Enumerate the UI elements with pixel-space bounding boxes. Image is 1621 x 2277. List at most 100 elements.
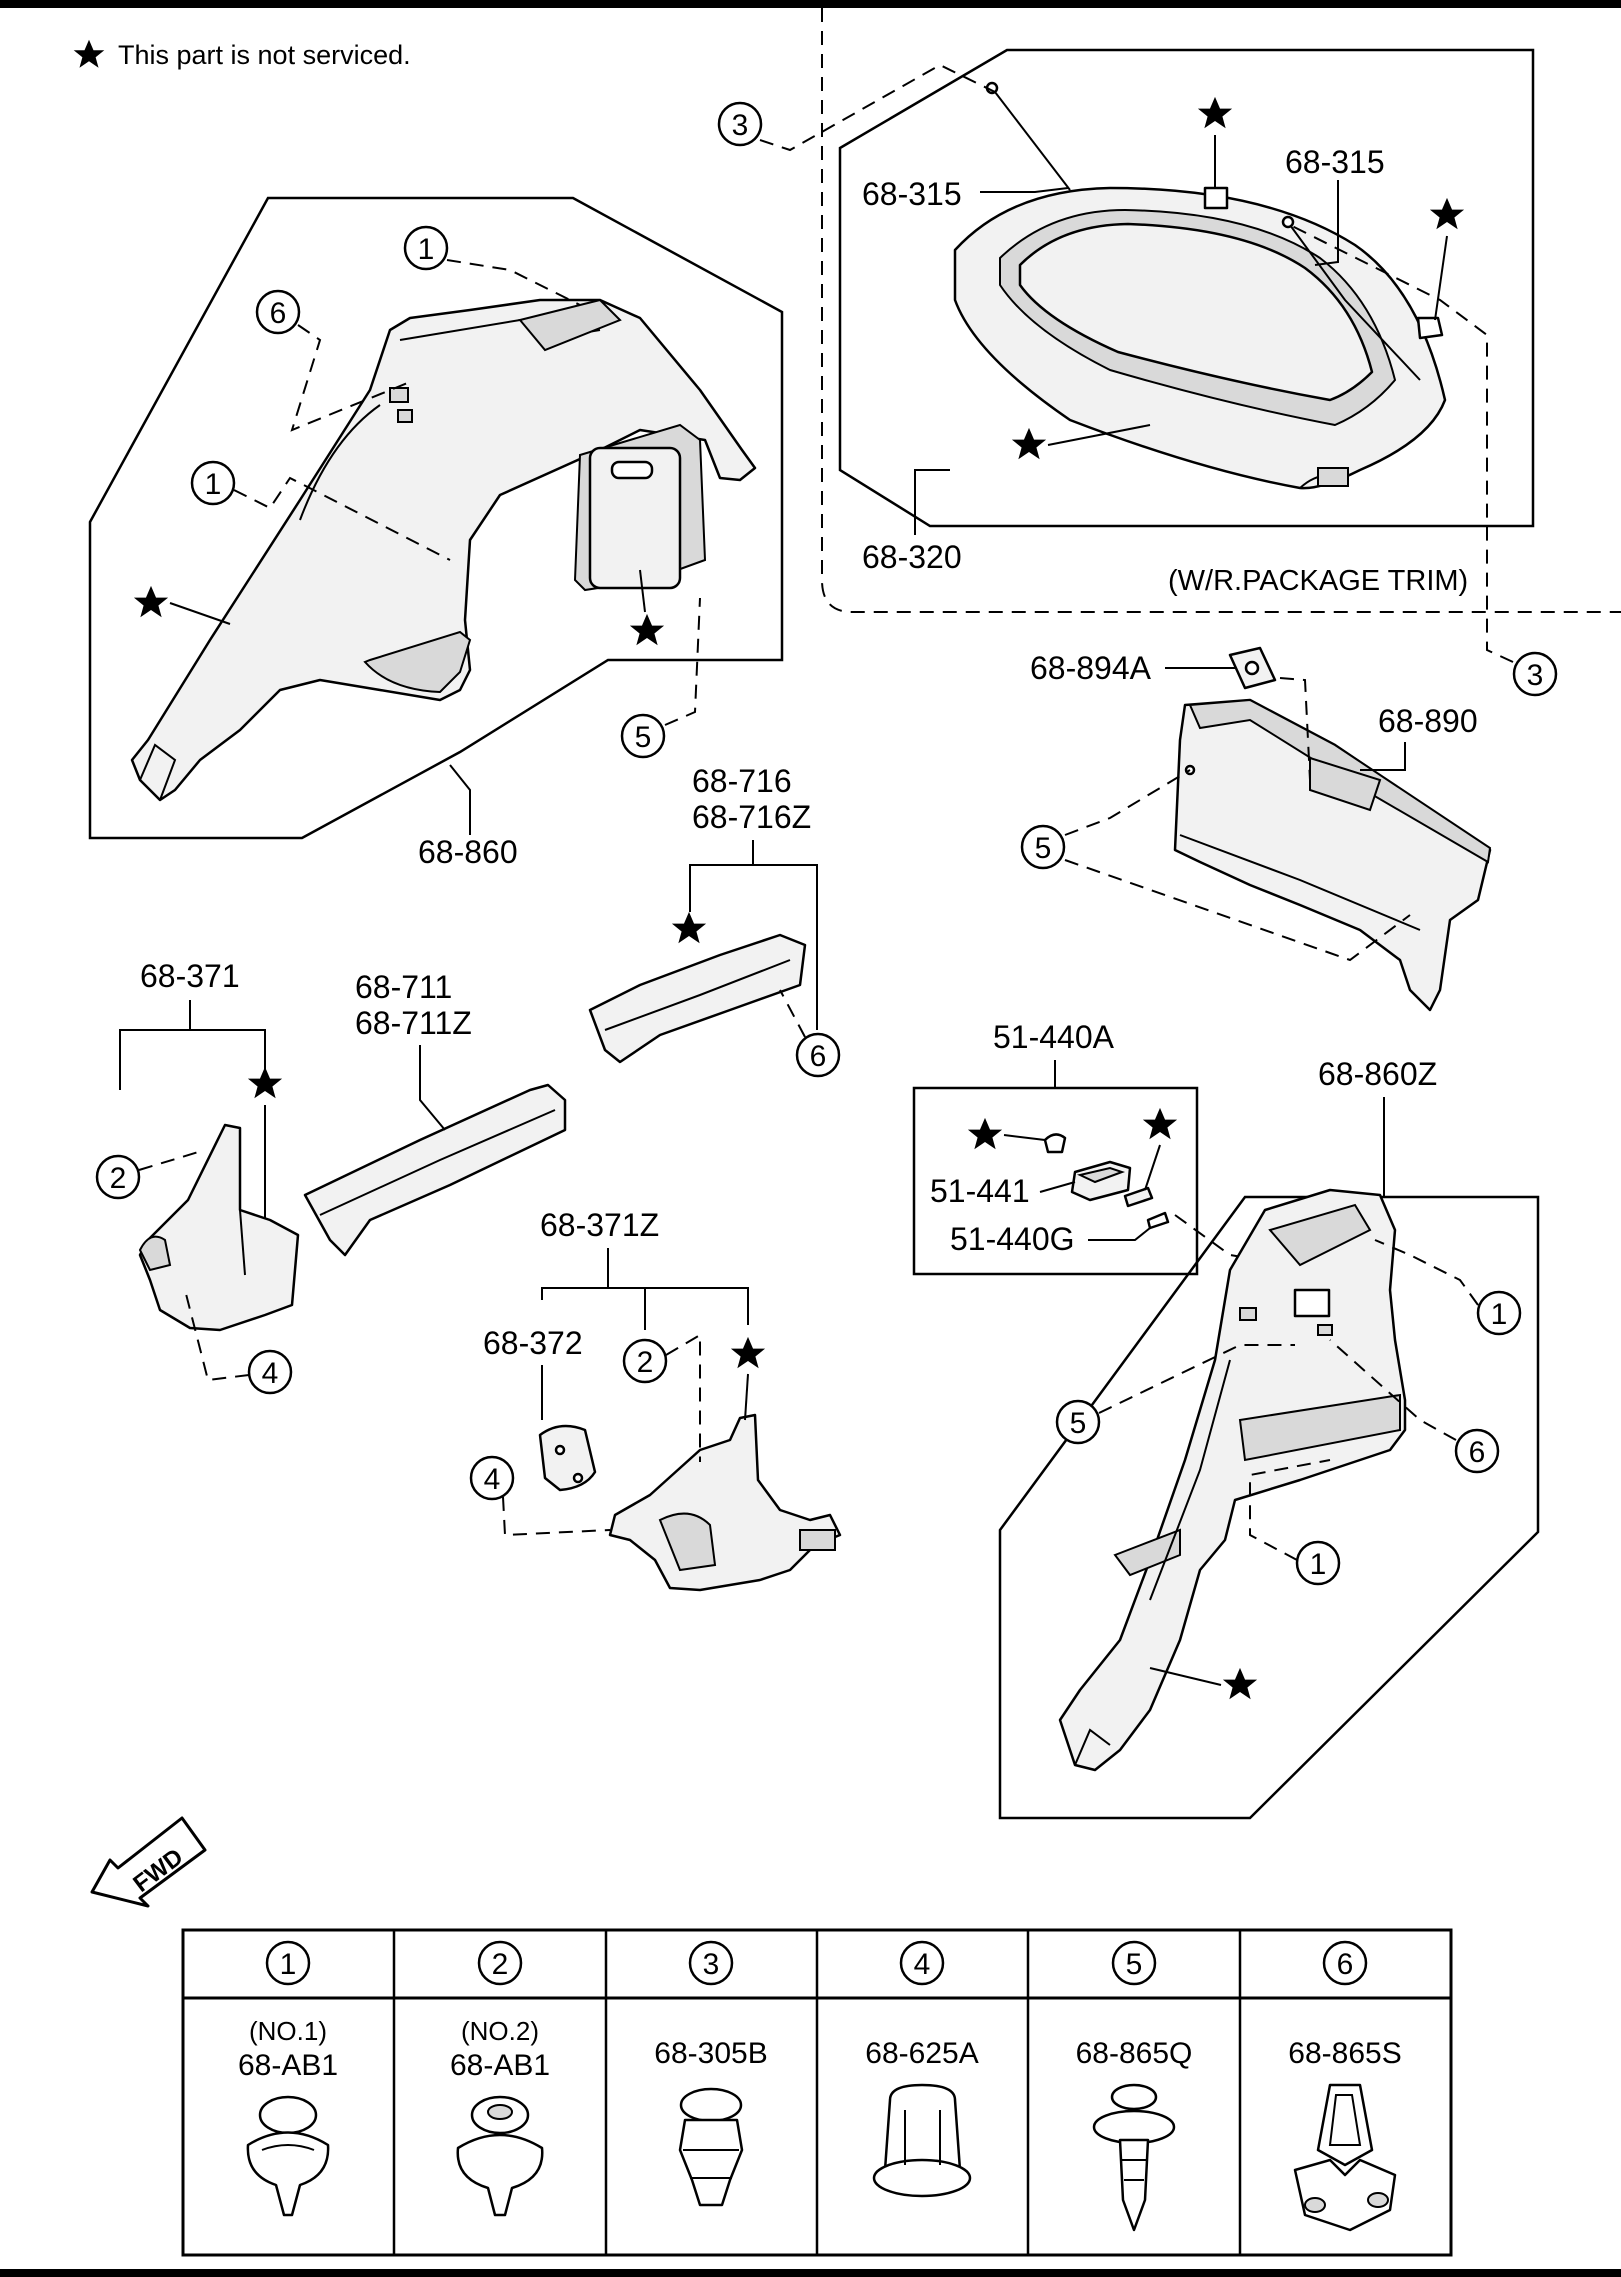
callout-4-left: 4 xyxy=(247,1349,293,1395)
svg-text:6: 6 xyxy=(1337,1948,1354,1981)
svg-text:5: 5 xyxy=(1126,1948,1143,1981)
rail-716-section: 68-716 68-716Z 6 xyxy=(588,763,841,1078)
svg-text:2: 2 xyxy=(492,1948,509,1981)
callout-2-center: 2 xyxy=(622,1338,668,1384)
dashed-6-left xyxy=(290,324,411,432)
svg-text:2: 2 xyxy=(637,1346,654,1379)
label-68-315-right: 68-315 xyxy=(1285,144,1385,180)
dashed-5-left xyxy=(664,597,701,726)
fastener-cell-6: 6 68-865S xyxy=(1288,1940,1402,2232)
cover-68-372[interactable] xyxy=(538,1424,597,1492)
fwd-arrow: FWD xyxy=(90,1816,207,1908)
right-trim-section: 68-860Z 1 5 6 xyxy=(998,1056,1540,1820)
fastener-qualifier-1: (NO.1) xyxy=(249,2016,327,2046)
fastener-table: 1 (NO.1) 68-AB1 2 (NO.2) 68-AB1 3 xyxy=(181,1928,1453,2257)
b-pillar-lower-trim[interactable] xyxy=(138,1123,300,1332)
fastener-cell-3: 3 68-305B xyxy=(654,1940,768,2207)
svg-text:4: 4 xyxy=(262,1357,279,1390)
bracket-68-371 xyxy=(119,1029,266,1090)
leader-star-lamp-lens xyxy=(1144,1144,1161,1191)
callout-3-lower: 3 xyxy=(1512,651,1558,697)
callout-6-right: 6 xyxy=(1454,1428,1500,1474)
svg-text:6: 6 xyxy=(1469,1436,1486,1469)
leader-star-tray-right xyxy=(1434,235,1448,321)
bottom-border xyxy=(0,2269,1621,2277)
tray-stay-right[interactable] xyxy=(1281,215,1421,381)
trunk-end-trim[interactable] xyxy=(1173,698,1492,1012)
label-68-860Z: 68-860Z xyxy=(1318,1056,1437,1092)
leader-68-860 xyxy=(449,764,471,835)
callout-1-left-mid: 1 xyxy=(190,460,236,506)
fastener-cell-4: 4 68-625A xyxy=(865,1940,979,2198)
svg-text:1: 1 xyxy=(418,233,435,266)
leader-68-315-left xyxy=(980,187,1069,193)
label-68-890: 68-890 xyxy=(1378,703,1478,739)
leader-51-440G xyxy=(1088,1227,1151,1241)
trunk-side-trim-right[interactable] xyxy=(1058,1188,1407,1772)
leader-star-371z xyxy=(744,1373,749,1421)
label-68-860: 68-860 xyxy=(418,834,518,870)
star-icon xyxy=(629,613,665,646)
trim-371-section: 68-371 2 4 xyxy=(95,958,300,1395)
fastener-cell-5: 5 68-865Q xyxy=(1076,1940,1192,2232)
label-68-894A: 68-894A xyxy=(1030,650,1152,686)
dashed-1-left-mid xyxy=(233,476,451,561)
trunk-end-clip[interactable] xyxy=(1228,646,1277,690)
tray-clip-upper[interactable] xyxy=(1203,186,1229,210)
svg-text:4: 4 xyxy=(484,1463,501,1496)
svg-text:1: 1 xyxy=(1491,1298,1508,1331)
star-icon xyxy=(730,1336,766,1369)
dashed-4-center xyxy=(502,1496,611,1537)
dashed-6-right xyxy=(1329,1339,1457,1441)
svg-text:3: 3 xyxy=(732,109,749,142)
scuff-plate-716[interactable] xyxy=(588,933,807,1064)
clip-icon-68-305b xyxy=(678,2087,744,2207)
svg-text:4: 4 xyxy=(914,1948,931,1981)
tray-clip-right[interactable] xyxy=(1416,316,1444,340)
dashed-4-left xyxy=(184,1289,250,1382)
dashed-68-894A xyxy=(1279,677,1311,781)
label-51-440A: 51-440A xyxy=(993,1019,1115,1055)
left-trim-box xyxy=(88,196,784,840)
top-border xyxy=(0,0,1621,8)
fastener-cell-2: 2 (NO.2) 68-AB1 xyxy=(450,1940,550,2217)
label-51-440G: 51-440G xyxy=(950,1221,1075,1257)
clip-icon-68-ab1-no1 xyxy=(246,2095,330,2217)
lamp-section: 51-440A 51-441 51-440G xyxy=(912,1019,1261,1276)
svg-text:5: 5 xyxy=(1070,1407,1087,1440)
label-51-441: 51-441 xyxy=(930,1173,1030,1209)
left-trim-section: 68-860 1 6 1 5 xyxy=(88,196,784,870)
pillar-trim-371z[interactable] xyxy=(608,1413,842,1592)
note-text: This part is not serviced. xyxy=(118,40,411,70)
lamp-lens[interactable] xyxy=(1123,1186,1170,1230)
dashed-1-right-top xyxy=(1374,1239,1479,1306)
leader-68-315-right xyxy=(1314,180,1339,266)
sill-trim-711[interactable] xyxy=(303,1083,567,1257)
leader-68-320 xyxy=(914,469,950,535)
label-68-716Z: 68-716Z xyxy=(692,799,811,835)
callout-1-right-top: 1 xyxy=(1476,1290,1522,1336)
fastener-part-2: 68-AB1 xyxy=(450,2049,550,2082)
star-icon xyxy=(1222,1667,1258,1700)
clip-icon-68-ab1-no2 xyxy=(456,2095,544,2217)
callout-5-trunk: 5 xyxy=(1020,824,1066,870)
leader-star-right-trim xyxy=(1149,1667,1222,1686)
right-trim-box xyxy=(998,1195,1540,1820)
callout-5-right: 5 xyxy=(1055,1399,1101,1445)
trunk-side-trim-left[interactable] xyxy=(130,298,757,802)
leader-star-left-trim xyxy=(169,602,231,625)
label-68-711Z: 68-711Z xyxy=(355,1005,472,1041)
fastener-part-6: 68-865S xyxy=(1288,2037,1401,2070)
leader-68-890 xyxy=(1360,742,1406,771)
leader-68-711 xyxy=(419,1045,446,1131)
lamp-unit[interactable] xyxy=(1070,1160,1132,1202)
tray-stay-left[interactable] xyxy=(985,81,1071,191)
star-icon xyxy=(1011,427,1047,460)
clip-icon-68-865s xyxy=(1293,2083,1397,2232)
dashed-5-trunk-b xyxy=(1064,859,1411,962)
svg-text:1: 1 xyxy=(280,1948,297,1981)
lamp-bulb[interactable] xyxy=(1043,1133,1067,1154)
svg-text:3: 3 xyxy=(1527,659,1544,692)
dashed-2-left xyxy=(138,1149,206,1171)
